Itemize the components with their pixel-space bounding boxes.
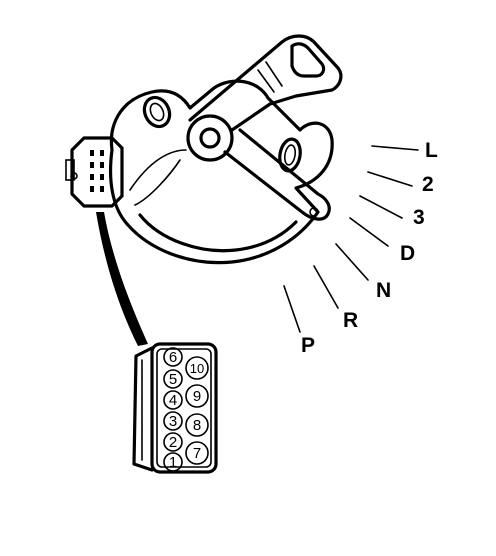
pin-6: 6 xyxy=(163,347,183,367)
gear-leader-lines xyxy=(283,145,419,333)
housing-connector xyxy=(65,136,124,208)
mount-hole-right xyxy=(278,137,302,173)
connector-callout-wire xyxy=(96,212,148,346)
svg-text:4: 4 xyxy=(169,392,177,409)
svg-text:7: 7 xyxy=(193,445,201,462)
pin-9: 9 xyxy=(185,384,209,408)
pin-8: 8 xyxy=(185,413,209,437)
selector-lever xyxy=(186,34,343,221)
switch-housing xyxy=(108,79,334,265)
pin-5: 5 xyxy=(163,369,183,389)
pin-7: 7 xyxy=(185,441,209,465)
svg-text:8: 8 xyxy=(193,417,201,434)
pin-3: 3 xyxy=(163,411,183,431)
pin-4: 4 xyxy=(163,390,183,410)
gear-label-N: N xyxy=(376,279,391,302)
gear-label-D: D xyxy=(400,242,415,265)
svg-text:3: 3 xyxy=(169,413,177,430)
svg-text:6: 6 xyxy=(169,349,177,366)
gear-label-2: 2 xyxy=(422,173,434,196)
mount-hole-left xyxy=(142,95,172,129)
gear-position-labels: L 2 3 D N R P xyxy=(301,139,438,357)
gear-label-L: L xyxy=(425,139,438,162)
svg-text:2: 2 xyxy=(169,434,177,451)
svg-text:5: 5 xyxy=(169,371,177,388)
pivot-hub xyxy=(186,114,234,162)
svg-text:10: 10 xyxy=(190,361,204,376)
pin-1: 1 xyxy=(163,452,183,472)
pin-2: 2 xyxy=(163,432,183,452)
pin-10: 10 xyxy=(185,356,209,380)
gear-label-R: R xyxy=(343,309,358,332)
gear-label-P: P xyxy=(301,334,315,357)
svg-text:1: 1 xyxy=(169,454,177,471)
connector-face: 6 5 4 3 2 1 10 9 xyxy=(132,342,218,474)
gear-label-3: 3 xyxy=(413,206,425,229)
svg-text:9: 9 xyxy=(193,388,201,405)
